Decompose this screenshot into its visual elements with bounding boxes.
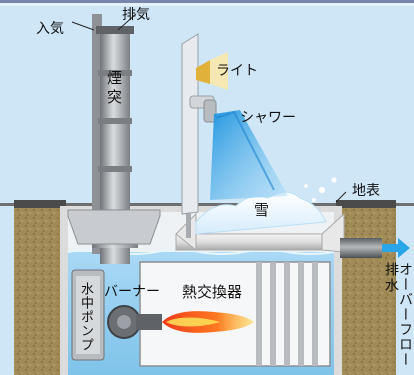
snow-label: 雪 xyxy=(254,201,270,219)
ground-pointer xyxy=(335,191,347,203)
inlet-hopper xyxy=(67,209,161,245)
light-label: ライト xyxy=(216,63,258,79)
shower-head xyxy=(203,99,217,123)
exhaust-label: 排気 xyxy=(122,7,150,23)
trough-pipe xyxy=(175,233,323,251)
pump-panel xyxy=(76,276,100,354)
intake-label: 入気 xyxy=(36,21,64,37)
intake-pipe xyxy=(92,14,102,254)
burner-center xyxy=(117,315,131,329)
overflow-label: オーバーフロー xyxy=(397,262,413,367)
chimney-band-3 xyxy=(98,166,132,172)
burner-label: バーナー xyxy=(104,284,160,300)
shower-panel xyxy=(181,33,199,215)
light-icon xyxy=(196,60,210,84)
snow-pile xyxy=(195,191,327,235)
snowflake-4 xyxy=(304,184,308,188)
heat-exchanger-fin-5 xyxy=(312,262,318,366)
chimney-band-1 xyxy=(98,70,132,76)
burner-flame-core xyxy=(166,317,220,327)
heat-exchanger-fin-2 xyxy=(270,262,276,366)
heat-exchanger-fin-1 xyxy=(256,262,262,366)
pump-label: 水中ポンプ xyxy=(78,282,93,352)
chimney-cap xyxy=(96,26,134,34)
soil-left xyxy=(14,204,66,375)
ground-slab-left xyxy=(14,200,66,208)
water-spray-stream xyxy=(215,110,275,191)
chimney-label: 煙突 xyxy=(105,70,123,108)
snowflake-2 xyxy=(312,198,316,202)
shower-label: シャワー xyxy=(240,110,296,126)
ground-surface xyxy=(0,203,414,206)
light-beam-icon xyxy=(210,52,228,90)
chimney-band-2 xyxy=(98,118,132,124)
heat-exchanger-fin-3 xyxy=(284,262,290,366)
snowflake-3 xyxy=(331,177,337,183)
ground-label: 地表 xyxy=(352,183,380,199)
drain-pipe xyxy=(340,238,382,258)
drain-arrow-icon xyxy=(382,238,410,258)
exhaust-pointer xyxy=(117,13,137,31)
heat-exchanger-label: 熱交換器 xyxy=(182,283,243,301)
intake-pointer xyxy=(71,21,95,31)
snowflake-1 xyxy=(319,187,325,193)
heat-exchanger-fin-4 xyxy=(298,262,304,366)
drain-label: 排水 xyxy=(383,262,399,294)
soil-right xyxy=(336,204,396,375)
burner xyxy=(107,305,162,339)
title-remnant-text xyxy=(0,0,414,3)
burner-nozzle xyxy=(136,314,162,330)
ground-slab-right xyxy=(336,200,396,208)
